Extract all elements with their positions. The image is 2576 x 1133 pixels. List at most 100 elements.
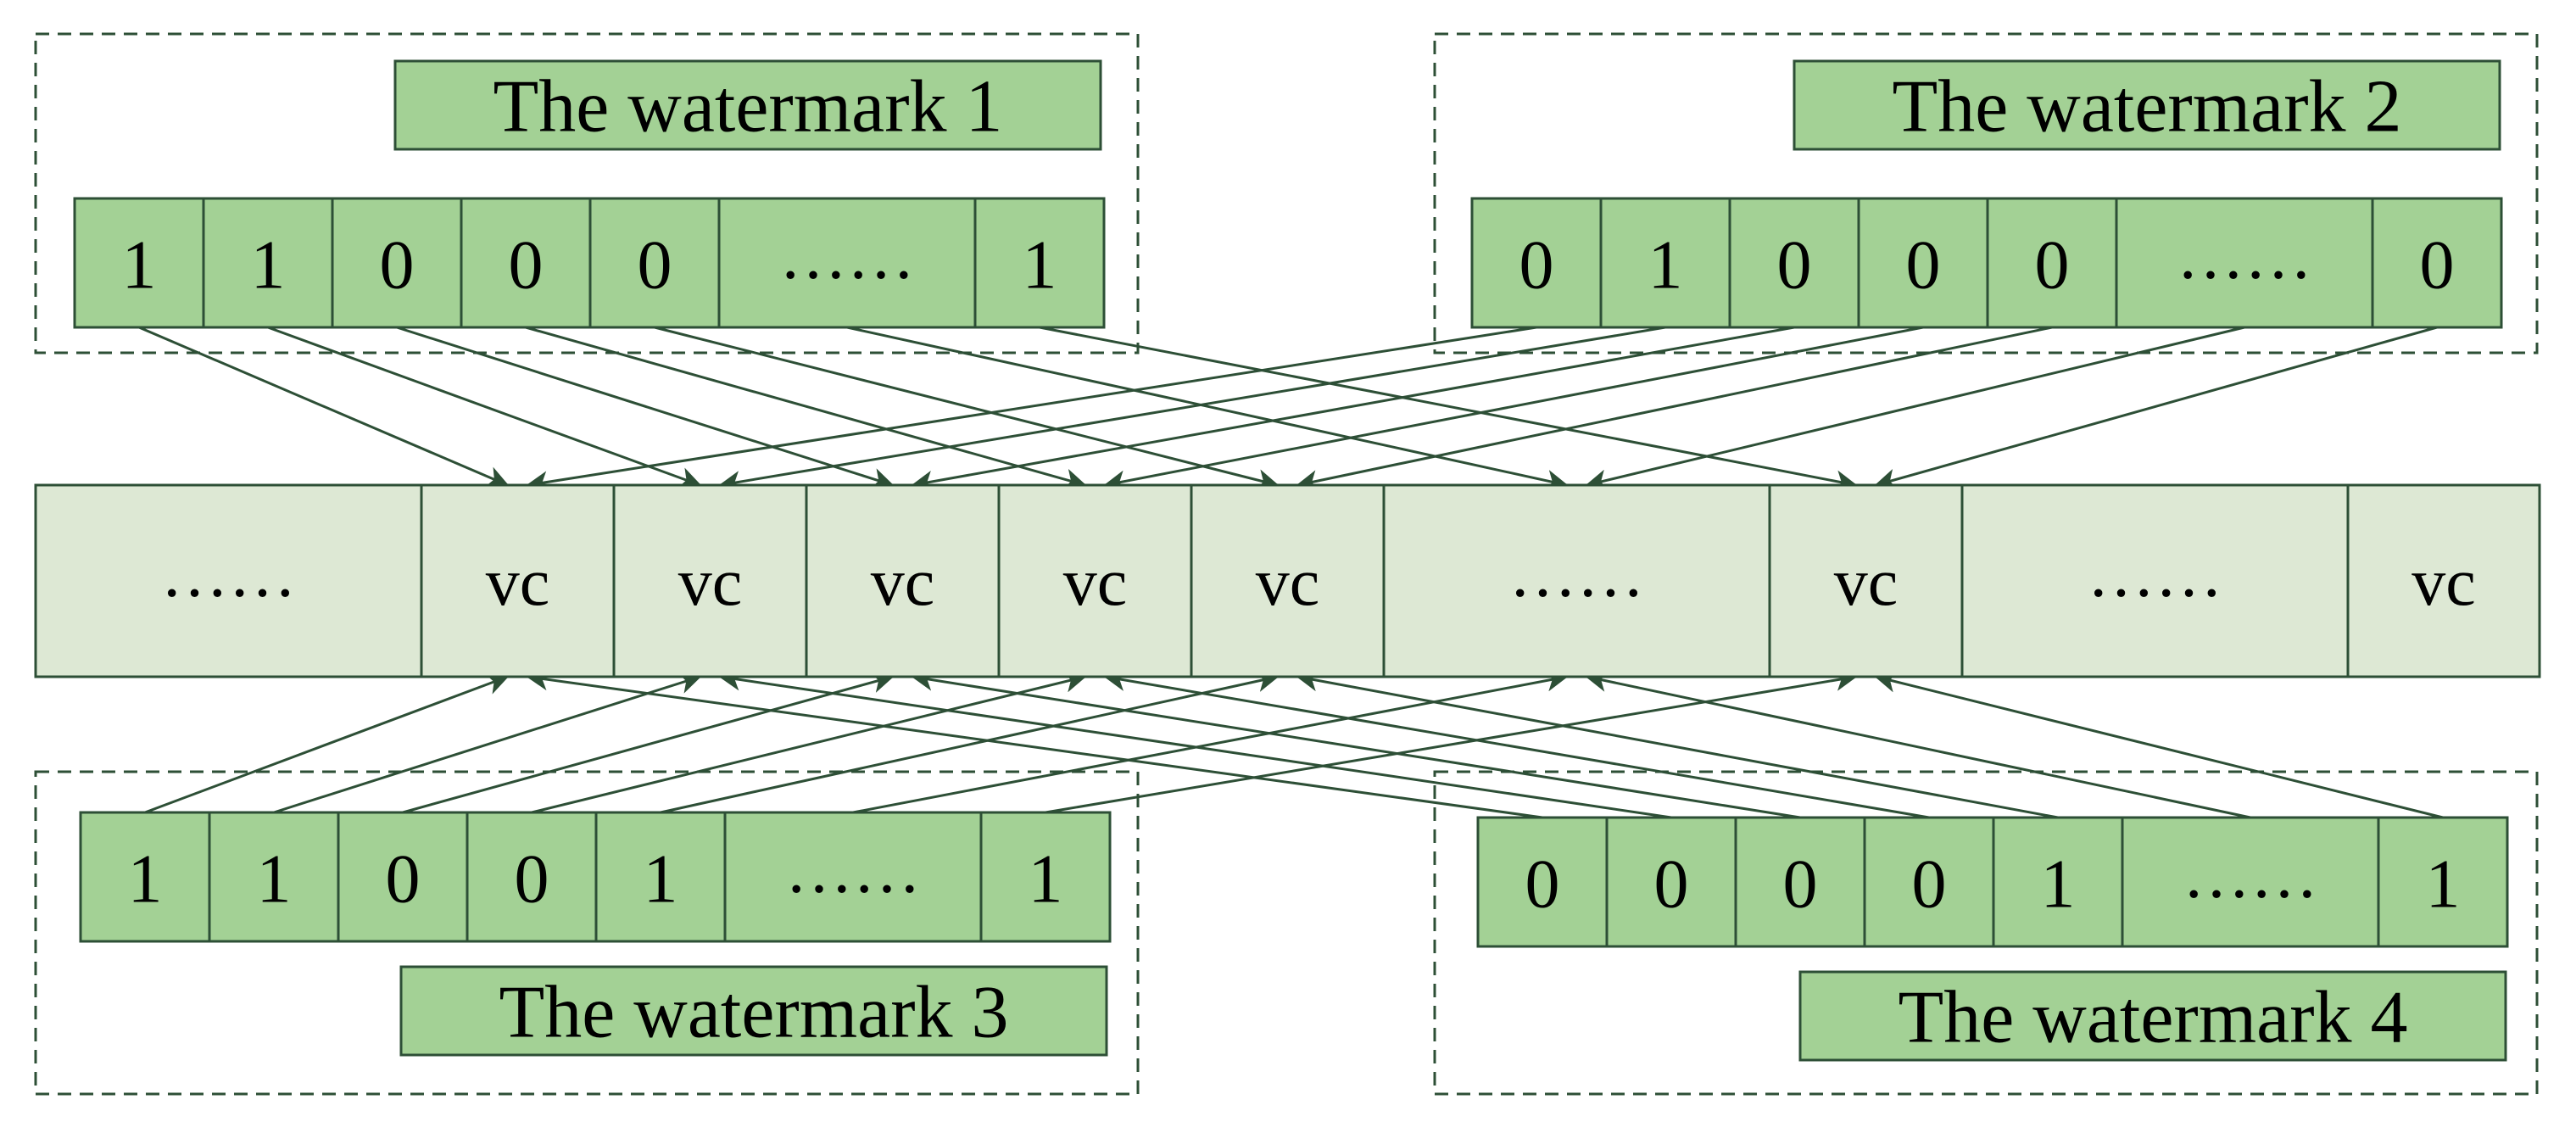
watermark-2-bit-value: 0 xyxy=(1906,226,1941,304)
carrier-label-vc: vc xyxy=(486,545,550,620)
arrow-watermark-2-bit-6 xyxy=(1874,326,2438,491)
arrow-watermark-4-bit-3 xyxy=(1103,669,1930,819)
arrow-watermark-3-bit-3 xyxy=(531,671,1087,814)
watermark-1-bit-ellipsis: …… xyxy=(779,219,915,293)
arrow-watermark-4-bit-1 xyxy=(718,668,1672,819)
watermark-3-bit-cell xyxy=(979,811,1112,943)
watermark-4-bit-value: 0 xyxy=(1525,846,1560,923)
carrier-cell-ellipsis xyxy=(1382,483,1771,678)
carrier-label-ellipsis: …… xyxy=(1509,537,1645,611)
watermark-2-title-box xyxy=(1793,59,2501,151)
arrow-watermark-4-bit-4 xyxy=(1296,669,2059,819)
arrow-watermark-3-bit-1 xyxy=(273,672,702,814)
watermark-2-bit-value: 1 xyxy=(1648,226,1683,304)
watermark-4-bit-cell xyxy=(1992,816,2124,948)
arrow-watermark-1-bit-6 xyxy=(1039,326,1858,493)
watermark-2-bit-value: 0 xyxy=(2420,226,2455,304)
watermark-3-bit-cell xyxy=(337,811,469,943)
arrow-watermark-4-bit-6 xyxy=(1874,671,2444,819)
carrier-cell-vc xyxy=(420,483,616,678)
watermark-1-bit-value: 1 xyxy=(1023,226,1057,304)
watermark-2-bit-cell xyxy=(1470,197,1603,329)
arrow-watermark-1-bit-0 xyxy=(138,326,510,488)
arrow-watermark-2-bit-2 xyxy=(911,326,1795,493)
watermark-1-bit-value: 0 xyxy=(509,226,544,304)
carrier-label-ellipsis: …… xyxy=(2088,537,2223,611)
carrier-cell-ellipsis xyxy=(34,483,423,678)
watermark-4-bit-cell xyxy=(1863,816,1995,948)
watermark-4-group xyxy=(1433,770,2539,1096)
arrow-watermark-1-bit-4 xyxy=(654,326,1280,491)
carrier-cell-vc xyxy=(805,483,1001,678)
watermark-4-title-box xyxy=(1798,970,2507,1062)
arrow-watermark-2-bit-3 xyxy=(1103,326,1924,493)
watermark-3-bit-value: 0 xyxy=(386,840,421,918)
arrow-watermark-2-bit-0 xyxy=(526,326,1537,494)
arrow-watermark-4-bit-0 xyxy=(526,668,1543,819)
watermark-1-bit-value: 1 xyxy=(122,226,157,304)
carrier-sequence: …… vc vc vc vc vc …… vc …… vc xyxy=(34,483,2541,678)
watermark-2-bit-value: 0 xyxy=(1519,226,1554,304)
carrier-cell-vc xyxy=(997,483,1193,678)
watermark-2-bit-cell xyxy=(2371,197,2503,329)
arrow-watermark-1-bit-5 xyxy=(846,326,1569,492)
arrow-watermark-2-bit-1 xyxy=(718,326,1666,493)
carrier-label-vc: vc xyxy=(1063,545,1128,620)
carrier-label-vc: vc xyxy=(678,545,743,620)
arrow-watermark-2-bit-4 xyxy=(1296,326,2053,492)
watermark-4-title: The watermark 4 xyxy=(1898,977,2407,1059)
watermark-2-bit-cell xyxy=(1728,197,1860,329)
watermark-3-group xyxy=(34,770,1140,1096)
watermark-3-bit-cell xyxy=(466,811,598,943)
watermark-4-bit-value: 1 xyxy=(2041,846,2076,923)
arrow-watermark-3-bit-2 xyxy=(402,671,895,814)
watermark-4-bit-value: 1 xyxy=(2426,846,2461,923)
carrier-label-ellipsis: …… xyxy=(161,537,297,611)
watermark-3-title: The watermark 3 xyxy=(499,972,1008,1054)
arrow-watermark-1-bit-2 xyxy=(396,326,895,490)
arrow-watermark-1-bit-3 xyxy=(525,326,1087,490)
arrow-watermark-4-bit-2 xyxy=(911,668,1801,819)
watermark-2-bit-cell xyxy=(1599,197,1731,329)
watermark-3-bit-value: 0 xyxy=(515,840,549,918)
watermark-1-bit-cell xyxy=(717,197,977,329)
watermark-4-bit-cell xyxy=(1605,816,1737,948)
watermark-4-bit-value: 0 xyxy=(1783,846,1818,923)
carrier-label-vc: vc xyxy=(2412,545,2476,620)
carrier-cell-vc xyxy=(1190,483,1386,678)
watermark-4-bit-cell xyxy=(2121,816,2380,948)
arrow-watermark-3-bit-5 xyxy=(852,669,1569,814)
watermark-1-bit-cell xyxy=(73,197,205,329)
carrier-cell-vc xyxy=(1768,483,1964,678)
watermark-3-title-box xyxy=(399,965,1108,1057)
watermark-2-group xyxy=(1433,32,2539,354)
carrier-label-vc: vc xyxy=(871,545,935,620)
arrow-watermark-3-bit-6 xyxy=(1045,669,1858,814)
watermark-4-bit-ellipsis: …… xyxy=(2183,838,2318,913)
watermark-3-bit-cell xyxy=(594,811,727,943)
watermark-1-title: The watermark 1 xyxy=(493,66,1002,148)
carrier-label-vc: vc xyxy=(1256,545,1320,620)
watermark-2-bit-cell xyxy=(1857,197,1989,329)
arrow-watermark-1-bit-1 xyxy=(267,326,702,488)
watermark-1-bit-cell xyxy=(331,197,463,329)
watermark-2-bit-value: 0 xyxy=(2035,226,2070,304)
watermark-3-bit-ellipsis: …… xyxy=(785,833,921,907)
arrow-watermark-2-bit-5 xyxy=(1585,326,2245,492)
watermark-1-bit-value: 1 xyxy=(251,226,286,304)
arrow-watermark-3-bit-0 xyxy=(144,673,510,814)
carrier-label-vc: vc xyxy=(1834,545,1899,620)
watermark-3-bit-value: 1 xyxy=(644,840,678,918)
watermark-1-title-box xyxy=(393,59,1102,151)
watermark-4-bit-value: 0 xyxy=(1912,846,1947,923)
watermark-4-bit-cell xyxy=(1476,816,1609,948)
watermark-3-bit-value: 1 xyxy=(128,840,163,918)
carrier-cell-vc xyxy=(612,483,808,678)
arrow-watermark-3-bit-4 xyxy=(660,670,1280,814)
watermark-3-bit-cell xyxy=(208,811,340,943)
